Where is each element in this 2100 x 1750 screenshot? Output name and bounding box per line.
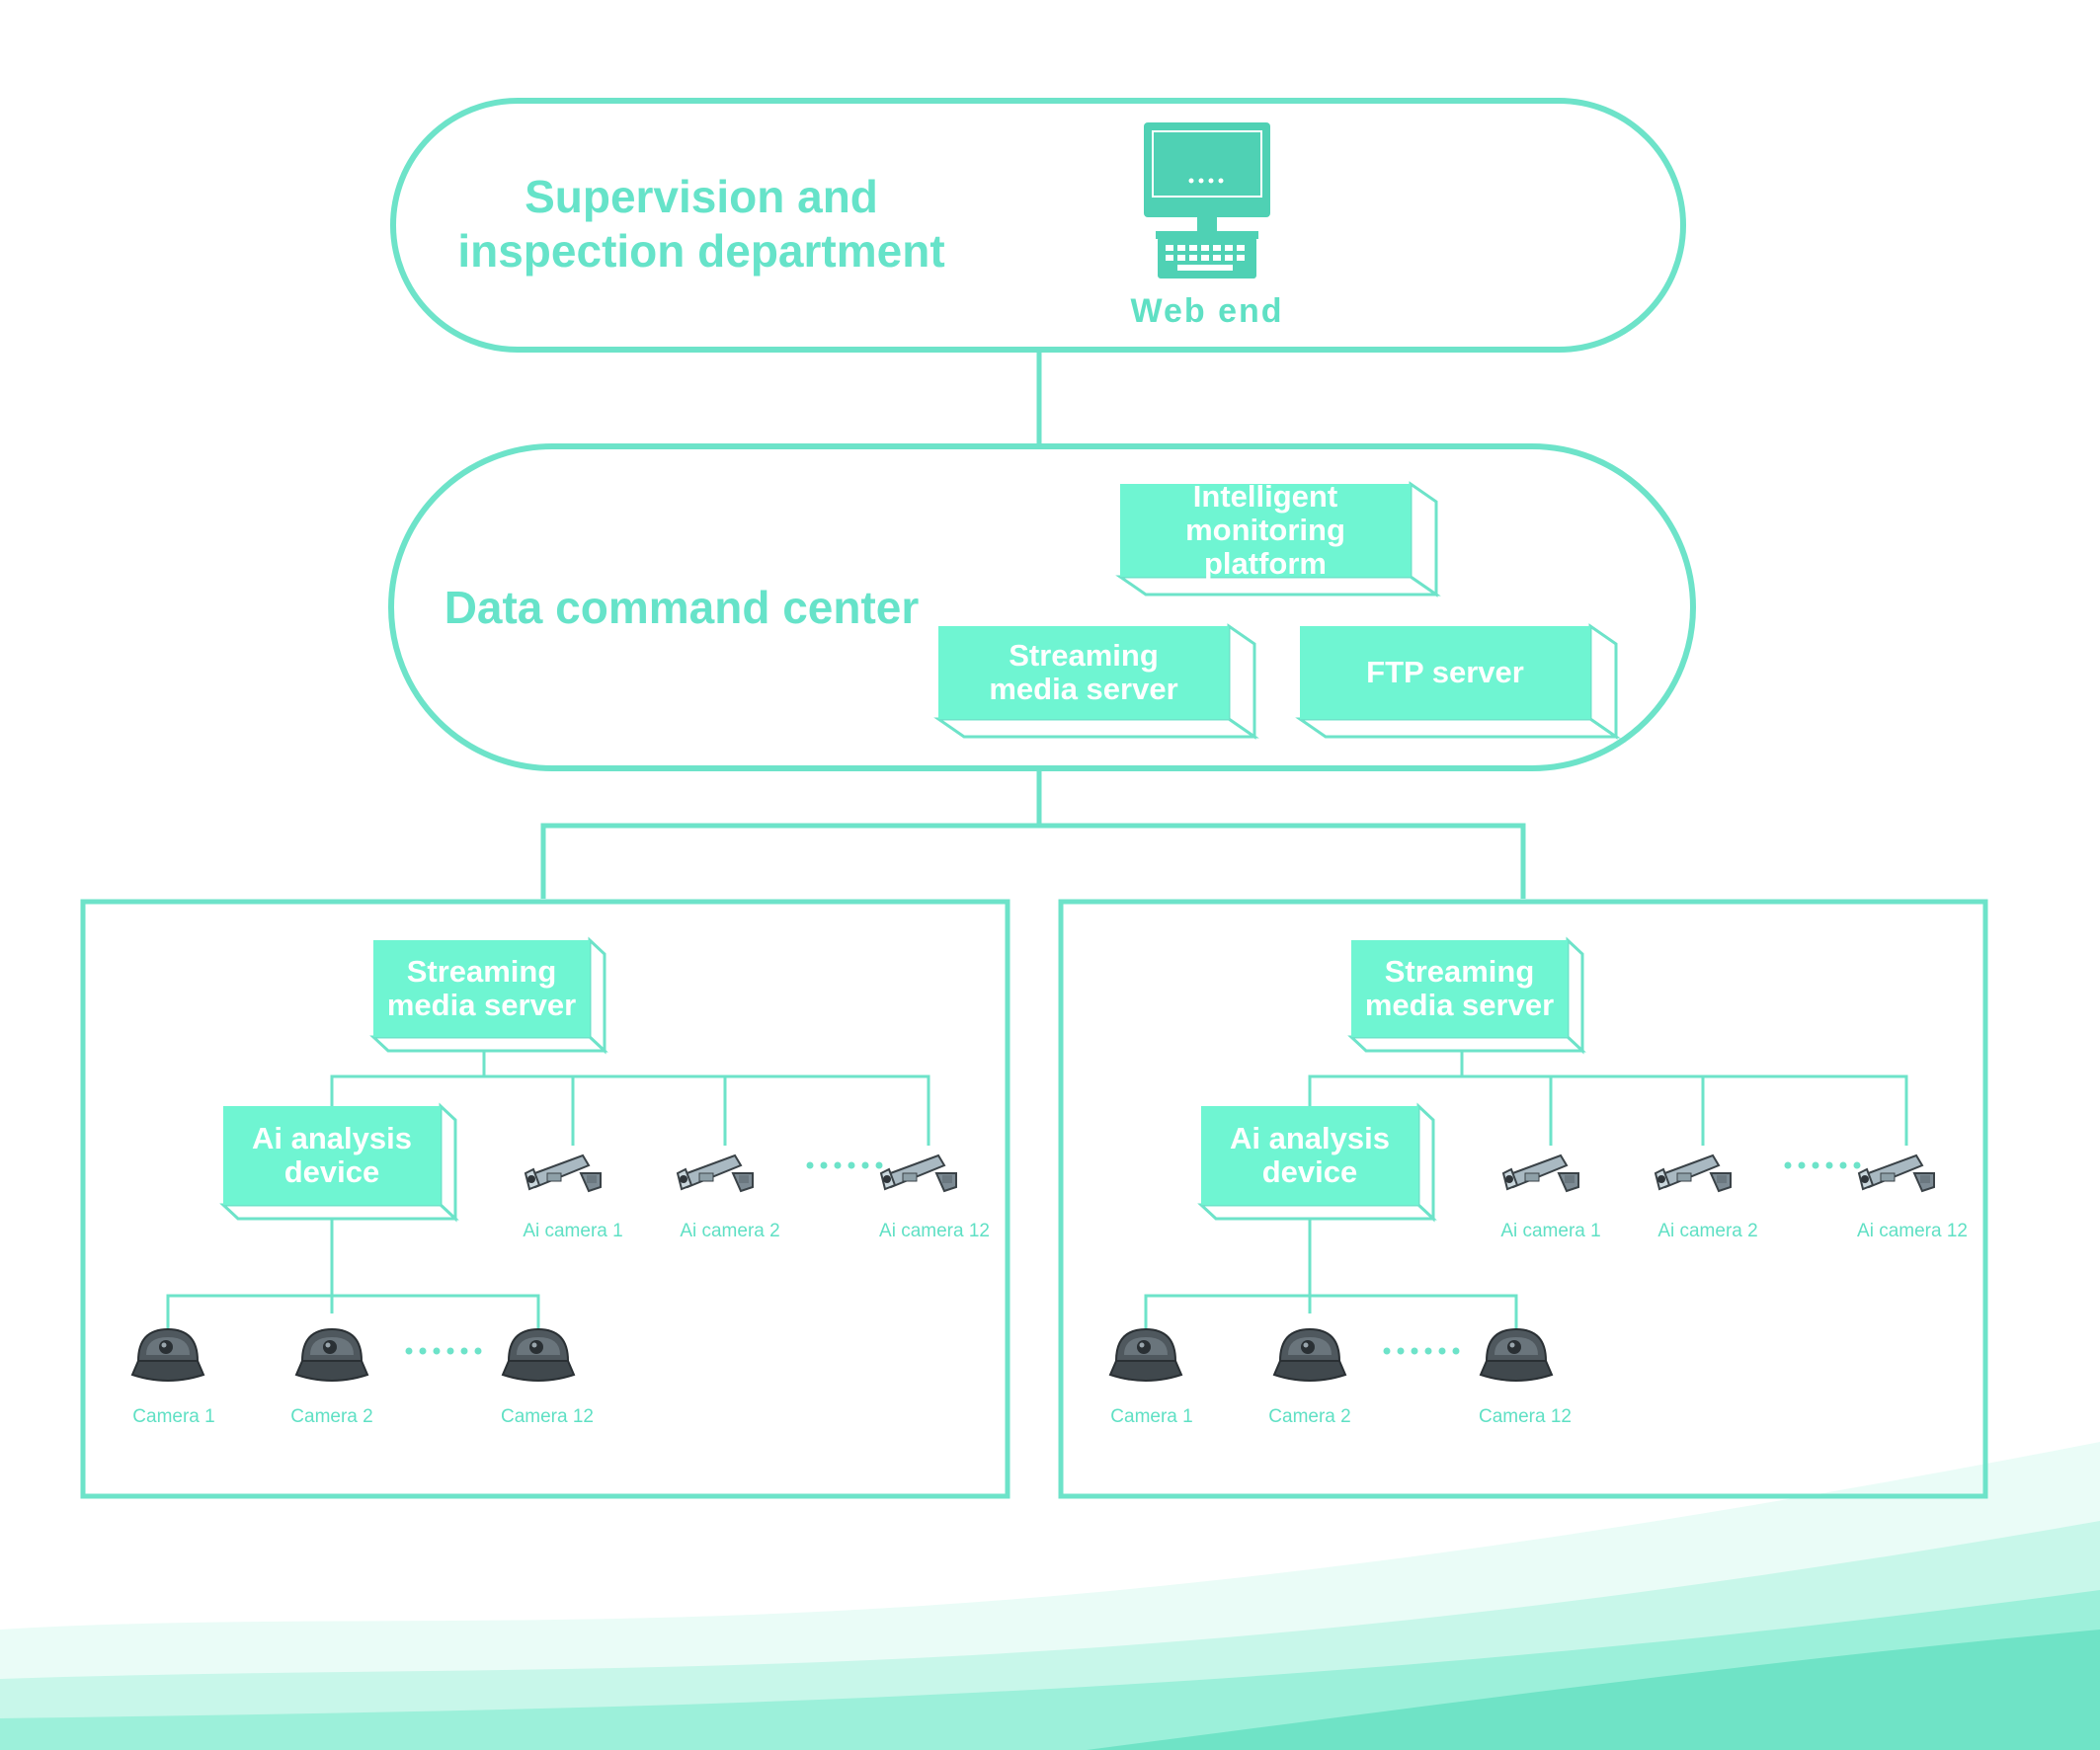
site-left-camera-label: Camera 12 bbox=[501, 1406, 594, 1427]
web-end-label: Web end bbox=[1130, 292, 1284, 330]
ai-camera-icon bbox=[1857, 1153, 1935, 1193]
site-left-streaming-label: Streaming media server bbox=[386, 953, 577, 1022]
dome-camera-icons bbox=[130, 1327, 1554, 1382]
site-right-camera-label: Camera 1 bbox=[1110, 1406, 1193, 1427]
platform-label: Intelligent monitoring platform bbox=[1185, 478, 1345, 582]
command-center-pill bbox=[388, 443, 1696, 771]
streaming-box-center bbox=[933, 623, 1259, 740]
site-left-ai-camera-label: Ai camera 2 bbox=[680, 1221, 780, 1241]
dome-camera-icon bbox=[130, 1327, 205, 1382]
site-left-camera-label: Camera 1 bbox=[132, 1406, 215, 1427]
ai-camera-icon bbox=[524, 1153, 602, 1193]
site-right-ai-camera-label: Ai camera 1 bbox=[1500, 1221, 1601, 1241]
ai-camera-icon bbox=[879, 1153, 957, 1193]
site-box-left bbox=[80, 899, 1010, 1499]
ai-camera-icon bbox=[1501, 1153, 1579, 1193]
supervision-title: Supervision and inspection department bbox=[457, 171, 945, 278]
site-left-camera-label: Camera 2 bbox=[290, 1406, 373, 1427]
site-right-streaming-label: Streaming media server bbox=[1364, 953, 1555, 1022]
ai-camera-icons bbox=[524, 1153, 1935, 1193]
connector-branches bbox=[540, 823, 1526, 899]
dome-camera-icon bbox=[1108, 1327, 1183, 1382]
site-right-ai-camera-label: Ai camera 2 bbox=[1657, 1221, 1758, 1241]
site-right-graph bbox=[1144, 936, 1908, 1328]
site-left-ai-camera-label: Ai camera 1 bbox=[523, 1221, 623, 1241]
site-right-ai-device-label: Ai analysis device bbox=[1230, 1120, 1390, 1189]
site-right-ai-camera-label: Ai camera 12 bbox=[1857, 1221, 1968, 1241]
monitor-icon bbox=[1144, 122, 1270, 278]
site-left-graph bbox=[166, 936, 930, 1328]
site-right-camera-label: Camera 2 bbox=[1268, 1406, 1351, 1427]
site-right-camera-label: Camera 12 bbox=[1479, 1406, 1572, 1427]
ellipsis-dots bbox=[405, 1161, 1861, 1355]
dome-camera-icon bbox=[294, 1327, 369, 1382]
dome-camera-icon bbox=[501, 1327, 576, 1382]
dome-camera-icon bbox=[1272, 1327, 1347, 1382]
site-left-ai-camera-label: Ai camera 12 bbox=[879, 1221, 990, 1241]
command-center-title: Data command center bbox=[444, 582, 920, 633]
ftp-label: FTP server bbox=[1366, 654, 1524, 689]
site-box-right bbox=[1058, 899, 1988, 1499]
platform-box bbox=[1115, 481, 1441, 597]
background-waves bbox=[0, 1442, 2100, 1750]
ai-camera-icon bbox=[676, 1153, 754, 1193]
streaming-center-label: Streaming media server bbox=[989, 637, 1178, 706]
ai-camera-icon bbox=[1654, 1153, 1732, 1193]
dome-camera-icon bbox=[1479, 1327, 1554, 1382]
site-left-ai-device-label: Ai analysis device bbox=[252, 1120, 412, 1189]
ftp-box bbox=[1295, 623, 1621, 740]
